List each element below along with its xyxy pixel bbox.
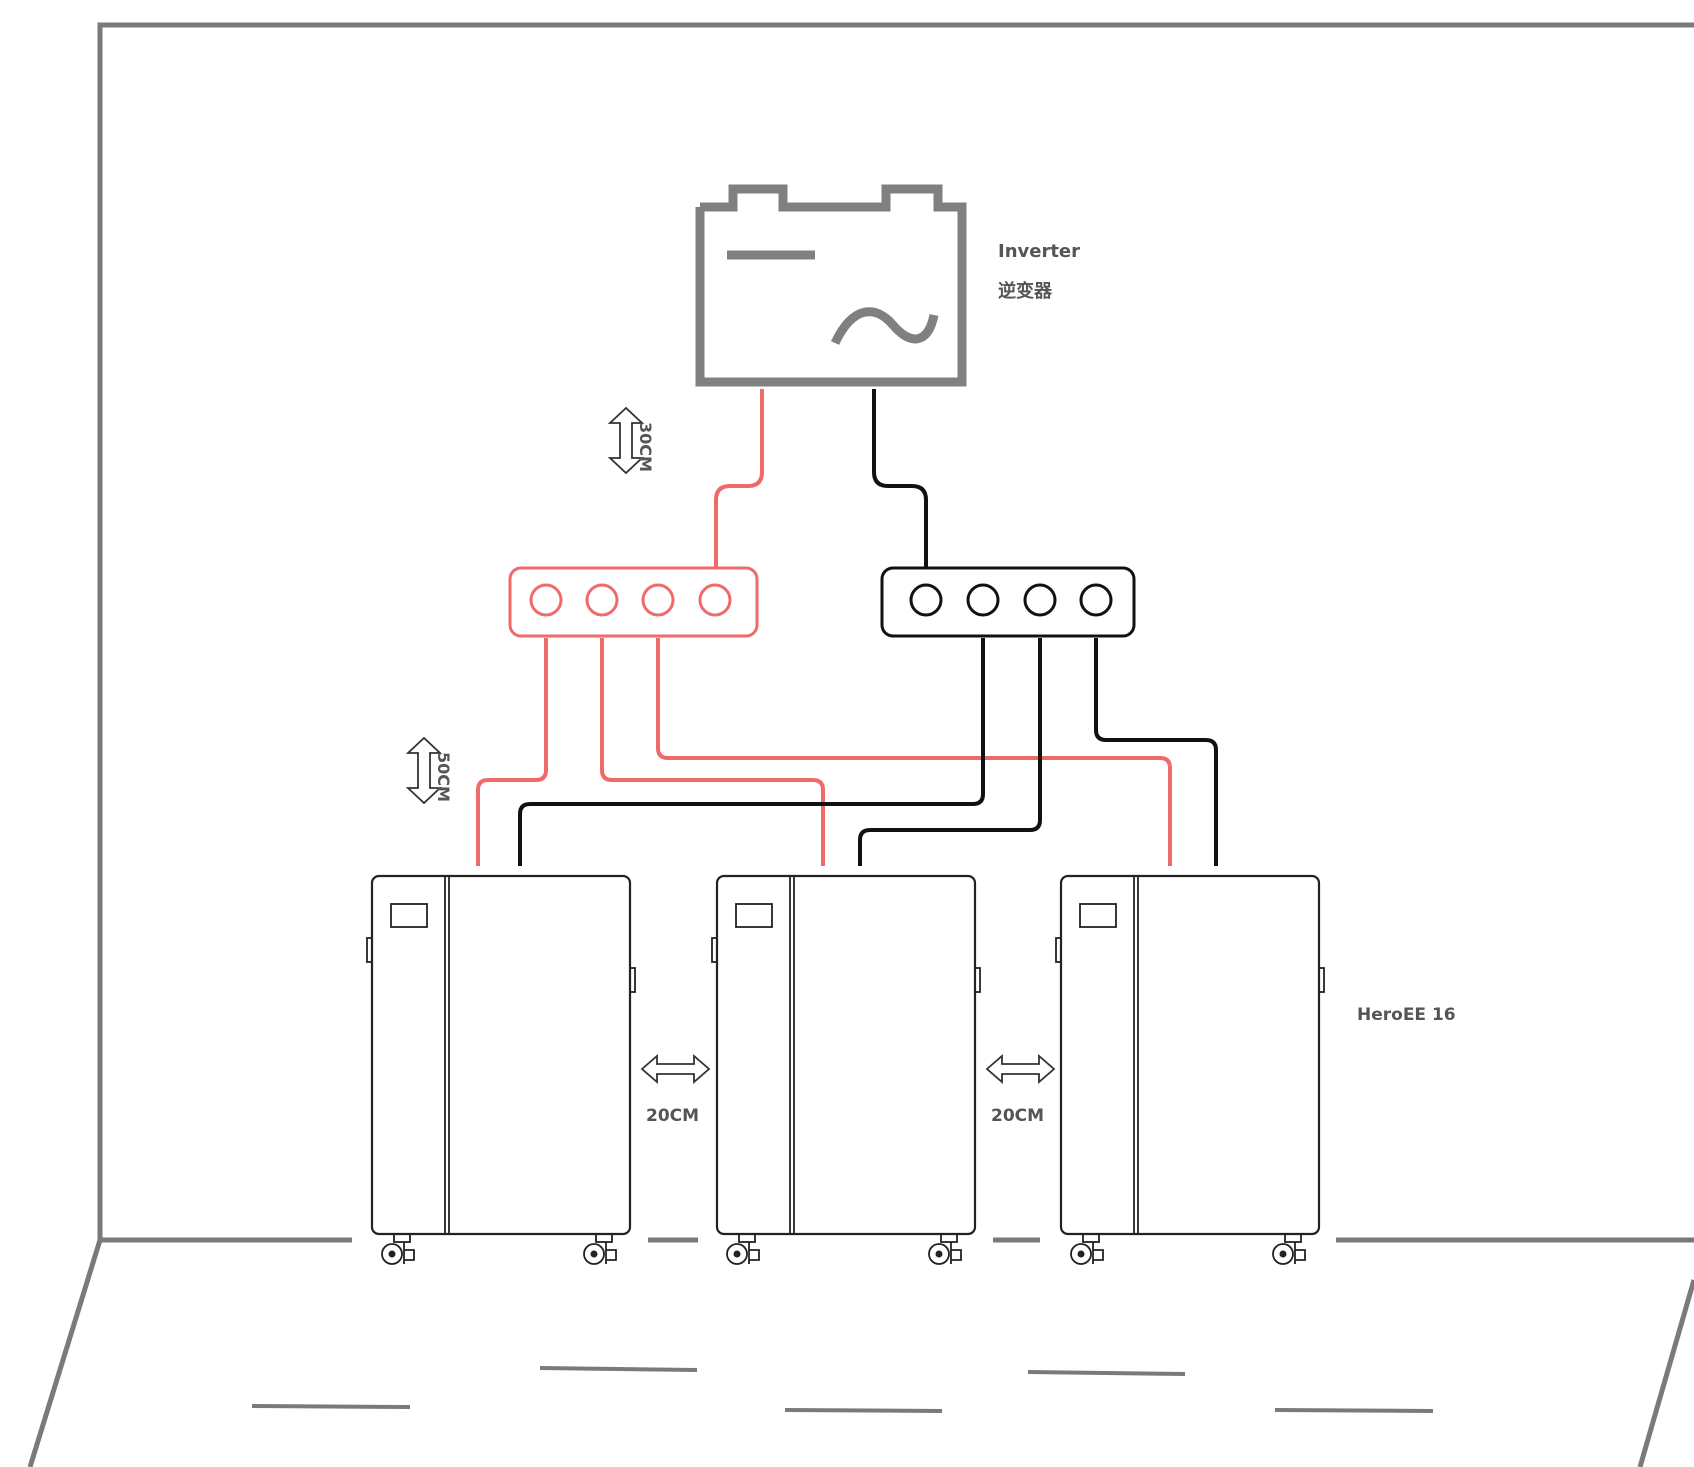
battery-display-icon (1079, 903, 1117, 928)
busbar-terminal (1023, 583, 1057, 617)
caster-wheel-icon (726, 1233, 760, 1265)
positive-cable-battery-3 (656, 638, 1172, 866)
dimension-label-20cm-1: 20CM (646, 1106, 699, 1126)
positive-busbar (508, 566, 759, 638)
busbar-terminal (641, 583, 675, 617)
negative-cable-battery-2 (858, 638, 1042, 866)
caster-wheel-icon (1070, 1233, 1104, 1265)
floor-dash (1274, 1408, 1434, 1413)
room-outline (27, 22, 1694, 1467)
floor-dash (251, 1404, 411, 1409)
inverter-battery-icon (695, 184, 967, 387)
dimension-arrow-20cm-2 (985, 1054, 1056, 1084)
battery-handle (711, 937, 718, 963)
floor-marks (251, 1366, 1434, 1413)
floor-edge-left (27, 1239, 103, 1467)
busbar-terminal (966, 583, 1000, 617)
dimension-arrow-30cm: 30CM (607, 406, 655, 475)
negative-busbar (880, 566, 1136, 638)
dimension-arrow-50cm: 50CM (405, 736, 453, 805)
positive-cable-battery-2 (600, 638, 825, 866)
battery-handle (1318, 967, 1325, 993)
floor-dash (539, 1366, 698, 1372)
dimension-label-20cm-2: 20CM (991, 1106, 1044, 1126)
negative-cable-battery-1 (518, 638, 985, 866)
busbar-terminal (1079, 583, 1113, 617)
battery-display-icon (735, 903, 773, 928)
floor-dash (784, 1408, 943, 1413)
floor-dash (1027, 1370, 1186, 1376)
wall-outline (97, 22, 1694, 1240)
positive-cable-battery-1 (476, 638, 548, 866)
negative-main-cable (872, 389, 928, 568)
dimension-label-50cm: 50CM (434, 752, 453, 802)
battery-unit-3 (1055, 874, 1325, 1265)
caster-wheel-icon (381, 1233, 415, 1265)
caster-wheel-icon (1272, 1233, 1306, 1265)
dimension-arrow-20cm-1 (640, 1054, 711, 1084)
battery-model-label: HeroEE 16 (1357, 1005, 1456, 1025)
caster-wheel-icon (928, 1233, 962, 1265)
battery-unit-2 (711, 874, 981, 1265)
busbar-terminal (698, 583, 732, 617)
battery-handle (366, 937, 373, 963)
battery-handle (974, 967, 981, 993)
busbar-terminal (585, 583, 619, 617)
busbar-terminal (909, 583, 943, 617)
busbar-terminal (529, 583, 563, 617)
battery-handle (1055, 937, 1062, 963)
dimension-label-30cm: 30CM (636, 422, 655, 472)
negative-cable-battery-3 (1094, 638, 1218, 866)
floor-edge-right (1637, 1279, 1694, 1467)
battery-handle (629, 967, 636, 993)
positive-main-cable (714, 389, 764, 568)
inverter-label-cn: 逆变器 (998, 280, 1053, 302)
battery-display-icon (390, 903, 428, 928)
caster-wheel-icon (583, 1233, 617, 1265)
battery-unit-1 (366, 874, 636, 1265)
inverter-label-en: Inverter (998, 241, 1080, 262)
